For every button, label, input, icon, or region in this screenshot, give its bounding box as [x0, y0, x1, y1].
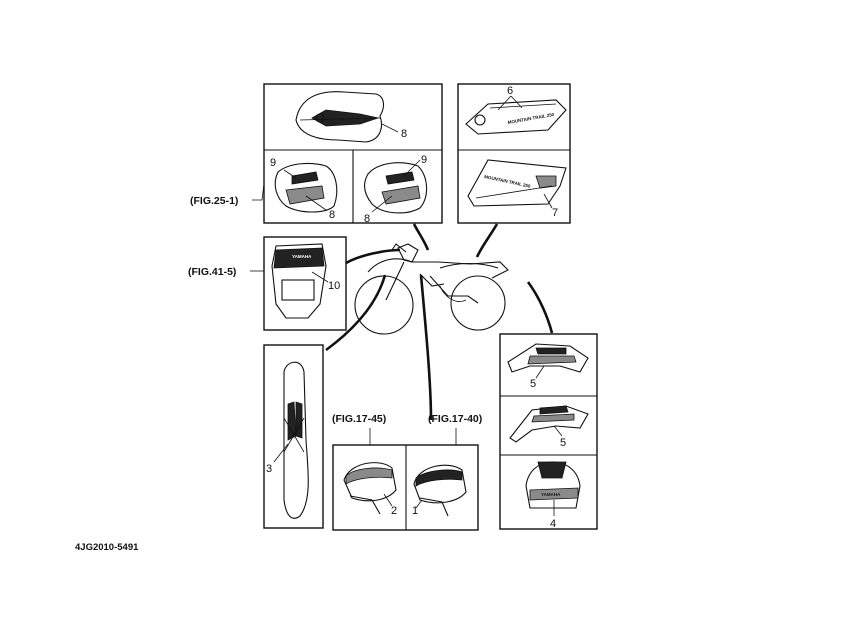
part-number-1: 1 [412, 505, 418, 517]
part-number-8-right: 8 [364, 213, 370, 225]
panel-headlight: YAMAHA 10 (FIG.41-5) [188, 236, 347, 331]
part-number-10: 10 [328, 280, 340, 292]
part-number-6: 6 [507, 85, 513, 97]
fig-ref-17-45: (FIG.17-45) [332, 413, 386, 425]
part-number-3: 3 [266, 463, 272, 475]
connector-cables [325, 223, 554, 421]
decal-yamaha-headlight: YAMAHA [292, 254, 312, 259]
part-number-9-right: 9 [421, 154, 427, 166]
panel-rear-fender: 5 5 YAMAHA 4 [499, 333, 598, 530]
panel-side-covers: MOUNTAIN TRAIL 250 6 MOUNTAIN TRAIL 250 … [457, 83, 571, 224]
part-number-5-lower: 5 [560, 437, 566, 449]
part-number-4: 4 [550, 518, 556, 530]
part-number-5-upper: 5 [530, 378, 536, 390]
fig-ref-17-40: (FIG.17-40) [428, 413, 482, 425]
fig-ref-25-1: (FIG.25-1) [190, 195, 238, 207]
part-number-9-left: 9 [270, 157, 276, 169]
drawing-code: 4JG2010-5491 [75, 542, 139, 553]
part-number-7: 7 [552, 207, 558, 219]
panel-fender-graphics: 2 1 (FIG.17-45) (FIG.17-40) [332, 413, 482, 531]
panel-fuel-tank: 8 9 8 9 8 (FIG.25-1) [190, 83, 443, 225]
part-number-2: 2 [391, 505, 397, 517]
part-number-8-top: 8 [401, 128, 407, 140]
part-number-8-left: 8 [329, 209, 335, 221]
panel-seat: 3 [263, 344, 324, 529]
motorcycle-outline [354, 243, 509, 335]
fig-ref-41-5: (FIG.41-5) [188, 266, 236, 278]
decal-yamaha-rear: YAMAHA [541, 492, 561, 497]
